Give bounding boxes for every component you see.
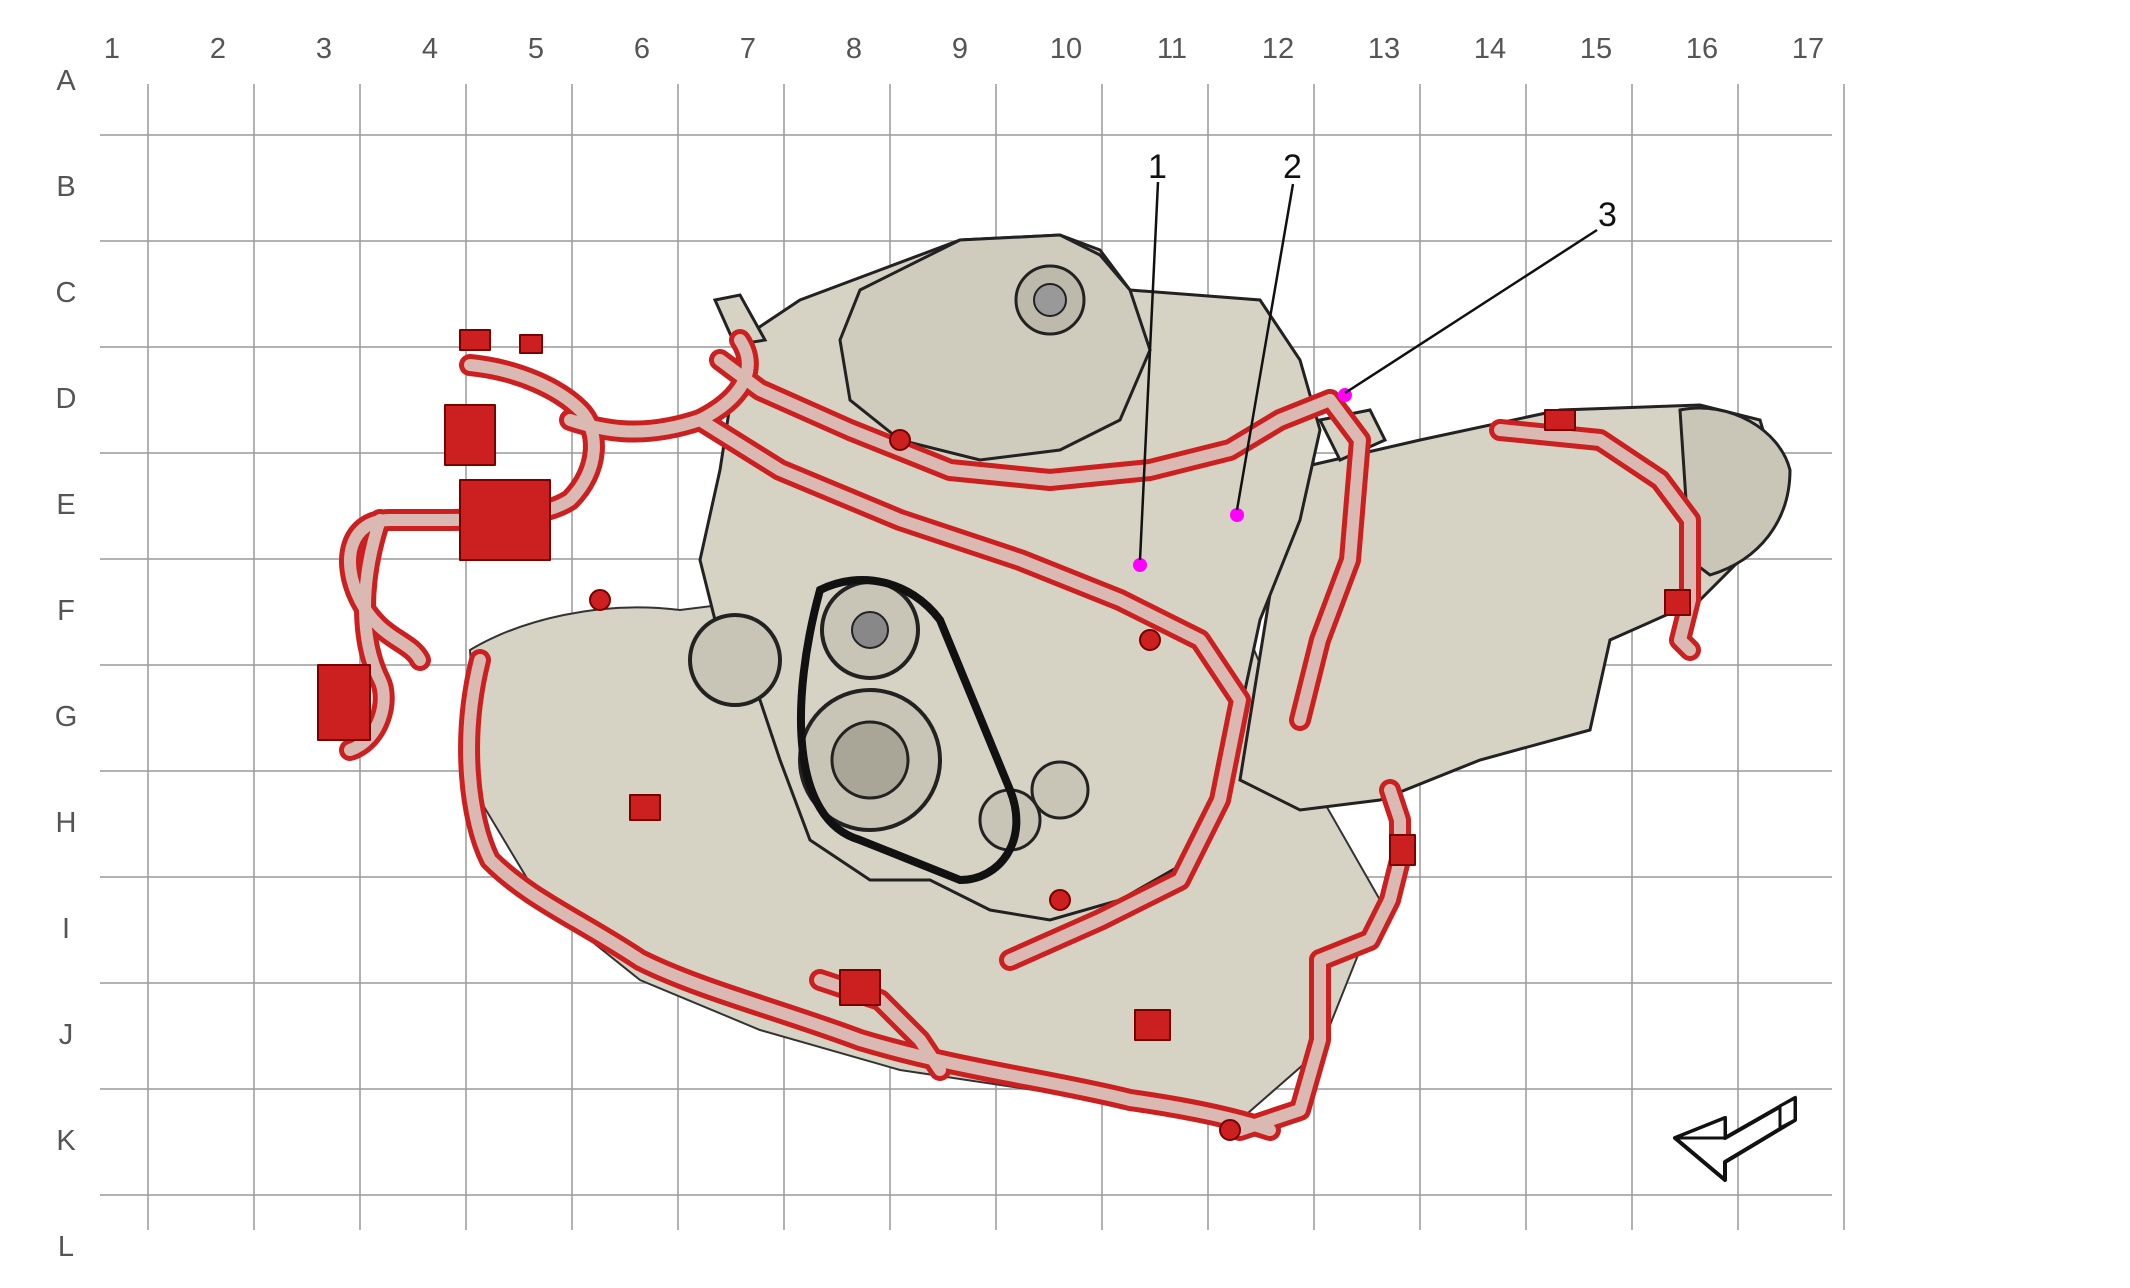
column-label: 14 — [1474, 33, 1506, 65]
connector-trans-1 — [1544, 409, 1576, 431]
connector-node-2 — [889, 429, 911, 451]
leader-2 — [1235, 183, 1295, 511]
column-label: 6 — [634, 33, 650, 65]
column-label: 5 — [528, 33, 544, 65]
column-label: 17 — [1792, 33, 1824, 65]
row-label: B — [56, 171, 75, 203]
engine-assembly — [468, 233, 1792, 1122]
water-pump-hub — [851, 611, 889, 649]
row-label: A — [56, 65, 76, 97]
alternator — [688, 613, 782, 707]
leader-1 — [1138, 181, 1160, 561]
row-label: F — [57, 595, 75, 627]
front-arrow-icon — [1673, 1095, 1797, 1182]
row-label: G — [55, 701, 78, 733]
column-label: 1 — [104, 33, 120, 65]
row-label: K — [56, 1125, 76, 1157]
connector-ecm — [317, 664, 371, 741]
connector-block-left — [459, 479, 551, 561]
connector-floor-1 — [629, 794, 661, 821]
callout-leaders — [1138, 181, 1598, 561]
marker-1 — [1133, 558, 1147, 572]
row-labels: A B C D E F G H I J K L — [55, 65, 78, 1263]
connector-upper-left — [459, 329, 491, 351]
column-label: 13 — [1368, 33, 1400, 65]
callout-2: 2 — [1283, 148, 1302, 186]
column-label: 11 — [1157, 33, 1187, 65]
connector-upper-left-2 — [519, 334, 543, 354]
connector-node-4 — [1049, 889, 1071, 911]
column-label: 2 — [210, 33, 226, 65]
column-label: 9 — [952, 33, 968, 65]
connector-right-1 — [1389, 834, 1416, 866]
callout-3: 3 — [1598, 196, 1617, 234]
column-label: 16 — [1686, 33, 1718, 65]
column-label: 3 — [316, 33, 332, 65]
connector-node-5 — [1219, 1119, 1241, 1141]
row-label: I — [62, 913, 70, 945]
row-label: J — [59, 1019, 74, 1051]
column-label: 15 — [1580, 33, 1612, 65]
serpentine-belt — [796, 576, 1021, 885]
lifting-bracket — [712, 293, 768, 347]
row-label: E — [56, 489, 75, 521]
throttle-bore — [1033, 283, 1067, 317]
column-label: 4 — [422, 33, 438, 65]
connector-floor-2 — [839, 969, 881, 1006]
crank-pulley-hub — [830, 720, 910, 800]
wiring-harness — [317, 329, 1701, 1141]
connector-fuse-block — [444, 404, 496, 466]
callout-1: 1 — [1148, 148, 1167, 186]
connector-floor-3 — [1134, 1009, 1171, 1041]
row-label: C — [56, 277, 77, 309]
column-label: 8 — [846, 33, 862, 65]
row-label: D — [56, 383, 77, 415]
leader-3 — [1344, 228, 1598, 395]
column-label: 10 — [1050, 33, 1082, 65]
marker-2 — [1230, 508, 1244, 522]
connector-node-1 — [589, 589, 611, 611]
connector-trans-2 — [1664, 589, 1691, 616]
tensioner-pulley — [1030, 760, 1090, 820]
row-label: L — [58, 1231, 74, 1263]
row-label: H — [56, 807, 77, 839]
column-label: 12 — [1262, 33, 1294, 65]
transmission-bellhousing — [1678, 406, 1792, 577]
column-label: 7 — [740, 33, 756, 65]
connector-node-3 — [1139, 629, 1161, 651]
